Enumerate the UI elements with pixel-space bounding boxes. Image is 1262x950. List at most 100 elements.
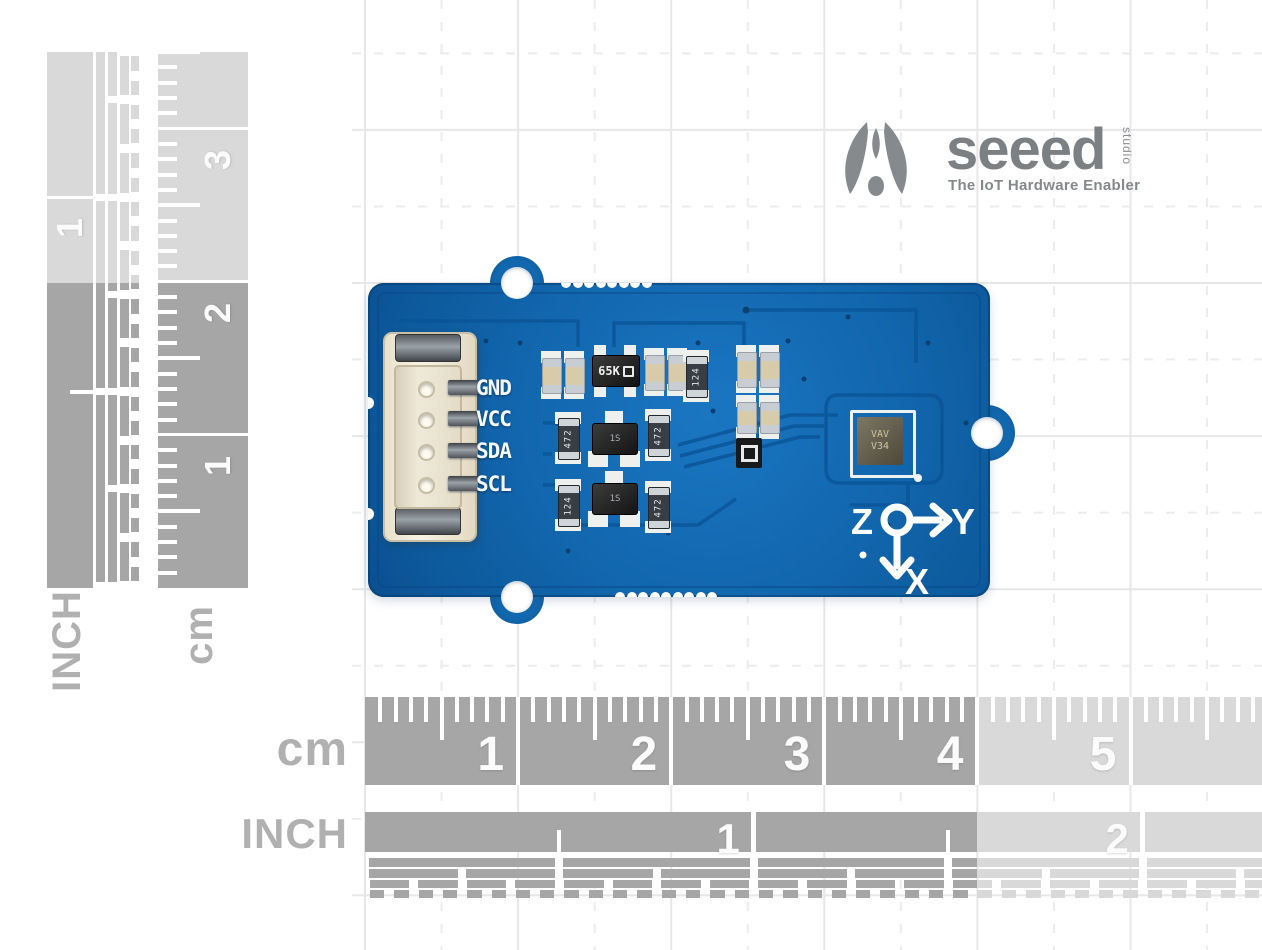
tick [806,697,811,722]
sub-seg [120,283,129,290]
capacitor [737,352,757,388]
sub-seg [904,880,944,888]
h-cm-number: 5 [1089,728,1117,781]
tick [158,142,177,146]
transistor: 1S [592,423,638,455]
pin-gnd [448,380,478,395]
sub-seg [540,890,555,898]
sub-seg [394,890,409,898]
sub-seg [131,202,139,217]
sub-seg [563,858,750,867]
regulator-chip: 65K [592,355,640,387]
tick [776,697,781,722]
tick [158,50,200,55]
transistor: 1S [592,483,638,515]
edge-bite-icon [638,592,648,597]
tick [929,697,934,722]
sub-seg [563,880,604,888]
tick [837,697,842,722]
tick [158,218,177,223]
sub-seg [131,566,139,581]
edge-bite-icon [661,592,671,597]
sub-seg [120,152,129,193]
sub-seg [108,492,117,583]
half-notch [946,830,951,852]
edge-bite-icon [618,283,629,288]
segment-gap [1140,812,1146,852]
mount-hole-right [971,417,1003,449]
sub-seg [120,444,129,485]
pin-vcc [448,411,478,426]
sub-seg [96,395,105,583]
sub-seg [563,869,653,878]
edge-bite-icon [626,592,637,597]
sub-seg [131,323,139,338]
tick [653,697,658,722]
segment-gap [158,280,248,284]
sub-seg [108,283,117,291]
v-inch-unit-label: INCH [45,590,89,692]
sub-seg [131,104,139,120]
connector-pin1 [418,381,435,398]
sub-seg [131,445,139,460]
half-notch [70,389,93,394]
tick [1235,697,1240,722]
tick [883,697,888,722]
sub-seg [1123,890,1138,898]
h-cm-number: 1 [477,728,505,781]
tick [623,697,628,722]
sub-seg [1001,890,1017,898]
tick [158,524,177,529]
v-cm-number: 3 [197,149,238,170]
sub-seg [1099,890,1114,898]
axis-y-arrowhead-icon [929,502,953,538]
resistor: 472 [648,415,670,457]
tick [1082,697,1087,722]
resistor-marking: 472 [653,426,664,446]
capacitor [645,355,665,391]
tick [868,697,873,722]
pad [588,511,608,527]
sub-seg [108,200,117,291]
sub-seg [515,890,531,898]
sub-seg [96,283,105,389]
tick [424,697,429,722]
sub-seg [131,396,139,411]
pad [620,511,640,527]
axis-z-label: Z [851,501,873,542]
sub-seg [1147,880,1187,888]
sensor-silkscreen-frame [850,410,916,478]
tick [1143,697,1148,722]
brand-name: seeed [946,117,1106,182]
h-inch-ruler-dark [365,812,977,852]
sub-seg [977,880,993,888]
pad [605,471,623,485]
tick [158,463,177,468]
brand-tagline: The IoT Hardware Enabler [948,177,1141,194]
connector-pin2 [418,412,435,429]
sub-seg [131,420,139,436]
sub-seg [710,890,725,898]
pad [605,411,623,425]
sub-seg [442,890,458,898]
tick [158,371,177,376]
tick [158,417,177,422]
sub-seg [120,396,129,436]
tick [562,697,567,722]
sub-seg [120,55,129,96]
sub-seg [661,890,676,898]
tick [607,697,612,722]
sub-seg [369,858,556,867]
pin-label-scl: SCL [476,472,512,496]
sub-seg [131,542,139,557]
axis-indicator: Z Y X [851,501,975,597]
edge-bite-icon [649,592,660,597]
edge-bite-icon [572,283,583,288]
sub-seg [1049,869,1139,878]
sub-seg [757,869,848,878]
sub-seg [1195,880,1236,888]
sub-seg [131,250,139,265]
sub-seg [929,890,944,898]
tick [592,697,597,740]
sub-seg [131,80,139,95]
